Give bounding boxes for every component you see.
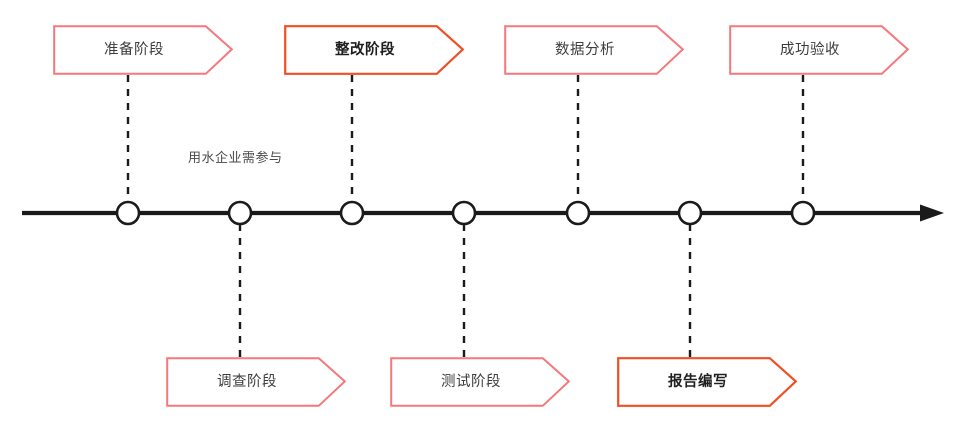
banner-shape-b3: [284, 25, 464, 75]
banner-shape-b4: [390, 357, 570, 407]
right-arrow-icon: [920, 204, 944, 222]
banner-outline-b7: [729, 25, 909, 75]
banner-shape-b7: [729, 25, 909, 75]
banner-label-b7: 成功验收: [780, 41, 840, 58]
banner-label-b4: 测试阶段: [441, 373, 501, 390]
banner-outline-b6: [617, 357, 797, 407]
timeline-node-n5[interactable]: [565, 200, 591, 226]
banner-outline-b4: [390, 357, 570, 407]
banner-outline-b2: [166, 357, 346, 407]
phase-banner-b5[interactable]: 数据分析: [504, 25, 684, 75]
banner-label-b1: 准备阶段: [104, 41, 164, 58]
phase-banner-b2[interactable]: 调查阶段: [166, 357, 346, 407]
banner-shape-b6: [617, 357, 797, 407]
banner-label-b3: 整改阶段: [335, 41, 395, 58]
banner-outline-b1: [53, 25, 233, 75]
phase-banner-b6[interactable]: 报告编写: [617, 357, 797, 407]
timeline-node-n7[interactable]: [790, 200, 816, 226]
banner-shape-b1: [53, 25, 233, 75]
banner-outline-b5: [504, 25, 684, 75]
banner-label-b6: 报告编写: [668, 373, 728, 390]
timeline-node-n2[interactable]: [227, 200, 253, 226]
timeline-node-n3[interactable]: [339, 200, 365, 226]
phase-banner-b3[interactable]: 整改阶段: [284, 25, 464, 75]
timeline-node-n4[interactable]: [451, 200, 477, 226]
phase-banner-b4[interactable]: 测试阶段: [390, 357, 570, 407]
banner-shape-b5: [504, 25, 684, 75]
banner-label-b2: 调查阶段: [217, 373, 277, 390]
phase-banner-b7[interactable]: 成功验收: [729, 25, 909, 75]
banner-outline-b3: [284, 25, 464, 75]
timeline-node-n1[interactable]: [115, 200, 141, 226]
annotation-a1: 用水企业需参与: [188, 150, 283, 165]
banner-label-b5: 数据分析: [555, 41, 615, 58]
phase-banner-b1[interactable]: 准备阶段: [53, 25, 233, 75]
timeline-node-n6[interactable]: [677, 200, 703, 226]
banner-shape-b2: [166, 357, 346, 407]
